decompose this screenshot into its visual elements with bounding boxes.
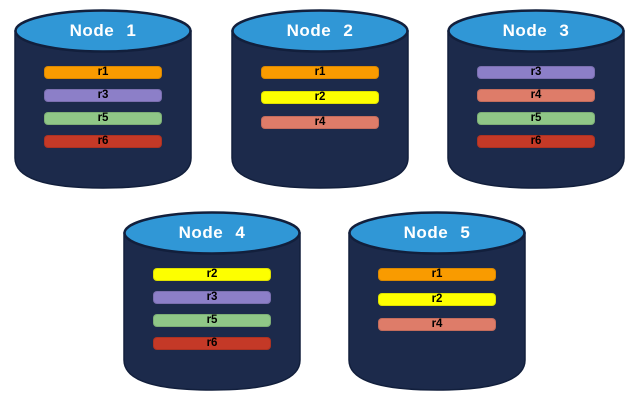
replica-bar: r3 — [477, 66, 595, 79]
replica-bar: r1 — [261, 66, 379, 79]
replica-bar: r2 — [378, 293, 496, 306]
cylinder-top — [447, 9, 625, 53]
cylinder-top — [14, 9, 192, 53]
replica-list: r1 r3 r5 r6 — [44, 66, 162, 148]
replica-list: r1 r2 r4 — [261, 66, 379, 129]
replica-bar: r5 — [44, 112, 162, 125]
replica-bar: r4 — [477, 89, 595, 102]
replica-bar: r5 — [477, 112, 595, 125]
node-3-cylinder: Node 3 r3 r4 r5 r6 — [446, 8, 626, 190]
replica-list: r2 r3 r5 r6 — [153, 268, 271, 350]
replica-list: r3 r4 r5 r6 — [477, 66, 595, 148]
replica-bar: r1 — [378, 268, 496, 281]
node-title: Node 2 — [286, 21, 354, 40]
node-title: Node 1 — [69, 21, 137, 40]
replica-bar: r4 — [378, 318, 496, 331]
replica-bar: r1 — [44, 66, 162, 79]
replica-bar: r2 — [153, 268, 271, 281]
replica-bar: r3 — [44, 89, 162, 102]
replica-bar: r5 — [153, 314, 271, 327]
node-title: Node 5 — [403, 223, 471, 242]
replica-bar: r2 — [261, 91, 379, 104]
node-5-cylinder: Node 5 r1 r2 r4 — [347, 210, 527, 392]
cylinder-top — [123, 211, 301, 255]
node-2-cylinder: Node 2 r1 r2 r4 — [230, 8, 410, 190]
replica-bar: r6 — [477, 135, 595, 148]
node-title: Node 4 — [178, 223, 246, 242]
replica-bar: r6 — [153, 337, 271, 350]
replica-bar: r3 — [153, 291, 271, 304]
node-title: Node 3 — [502, 21, 570, 40]
replica-bar: r6 — [44, 135, 162, 148]
cylinder-top — [348, 211, 526, 255]
replica-bar: r4 — [261, 116, 379, 129]
cylinder-top — [231, 9, 409, 53]
replica-list: r1 r2 r4 — [378, 268, 496, 331]
node-1-cylinder: Node 1 r1 r3 r5 r6 — [13, 8, 193, 190]
node-4-cylinder: Node 4 r2 r3 r5 r6 — [122, 210, 302, 392]
